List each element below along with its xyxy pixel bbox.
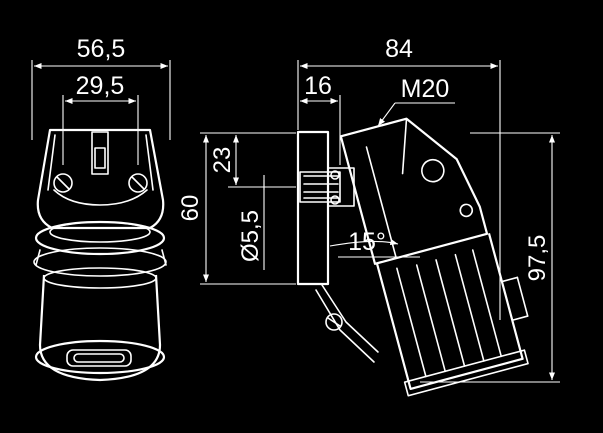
dim-label-depth-overall: 84 bbox=[385, 35, 413, 63]
angle-label: 15° bbox=[348, 228, 386, 256]
front-housing bbox=[36, 128, 165, 230]
screw-left bbox=[53, 173, 73, 193]
front-lid bbox=[34, 339, 166, 375]
hinge-pin bbox=[325, 313, 343, 331]
screw-right bbox=[128, 173, 148, 193]
side-view: 84 16 M20 bbox=[177, 35, 560, 397]
front-socket-body bbox=[38, 274, 162, 382]
dim-label-width-overall: 56,5 bbox=[77, 35, 126, 63]
lid-latch bbox=[66, 349, 132, 367]
dim-label-hole-diameter: Ø5,5 bbox=[237, 210, 264, 262]
dim-label-height-overall: 97,5 bbox=[524, 235, 551, 282]
dim-label-height-box: 60 bbox=[177, 195, 204, 222]
dim-label-height-hole: 23 bbox=[209, 147, 236, 174]
thread-label: M20 bbox=[401, 75, 450, 103]
cable-gland bbox=[91, 131, 109, 175]
mounting-plate bbox=[296, 130, 330, 286]
dim-label-width-inner: 29,5 bbox=[76, 72, 125, 100]
front-view: 56,5 29,5 bbox=[31, 35, 171, 382]
dim-label-depth-flange: 16 bbox=[304, 72, 332, 100]
